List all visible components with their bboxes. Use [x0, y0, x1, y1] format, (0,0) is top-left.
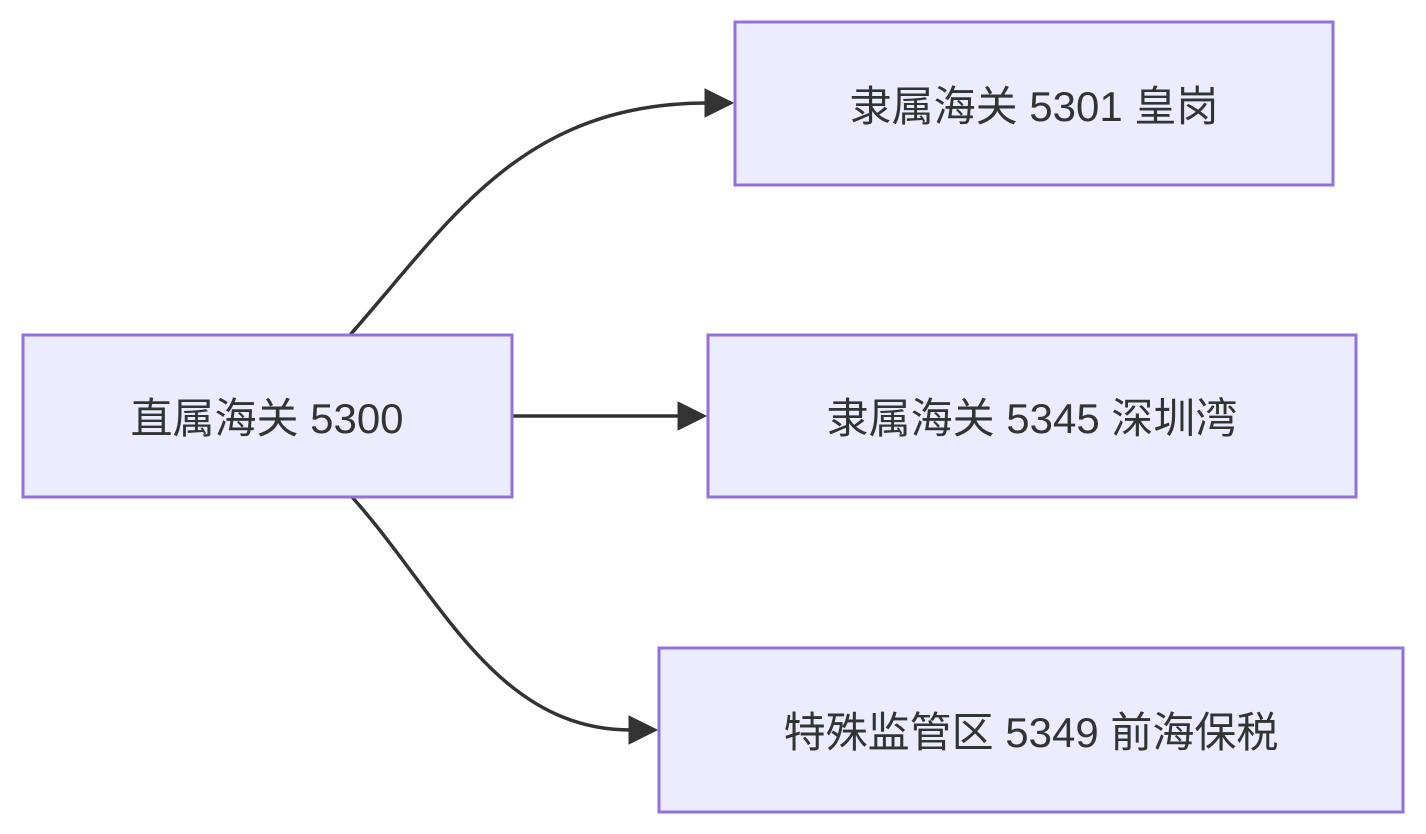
- edge-root-to-shenzhenwan: [513, 401, 708, 431]
- edge-curve-up: [348, 101, 709, 337]
- node-huanggang-box: [733, 20, 1335, 187]
- node-root-box: [21, 333, 514, 499]
- node-qianhai-box: [657, 646, 1405, 814]
- node-shenzhenwan-box: [706, 333, 1358, 499]
- arrowhead-icon: [704, 88, 735, 118]
- node-root: 直属海关 5300: [21, 333, 514, 499]
- node-root-label: 直属海关 5300: [130, 395, 403, 442]
- edge-root-to-huanggang: [348, 88, 735, 337]
- edge-root-to-qianhai: [350, 495, 659, 745]
- arrowhead-icon: [677, 401, 708, 431]
- node-qianhai: 特殊监管区 5349 前海保税: [657, 646, 1405, 814]
- node-shenzhenwan-label: 隶属海关 5345 深圳湾: [827, 395, 1238, 442]
- arrowhead-icon: [628, 715, 659, 745]
- node-shenzhenwan: 隶属海关 5345 深圳湾: [706, 333, 1358, 499]
- node-huanggang: 隶属海关 5301 皇岗: [733, 20, 1335, 187]
- node-huanggang-label: 隶属海关 5301 皇岗: [850, 83, 1219, 130]
- node-qianhai-label: 特殊监管区 5349 前海保税: [784, 709, 1279, 756]
- edge-curve-down: [350, 495, 632, 732]
